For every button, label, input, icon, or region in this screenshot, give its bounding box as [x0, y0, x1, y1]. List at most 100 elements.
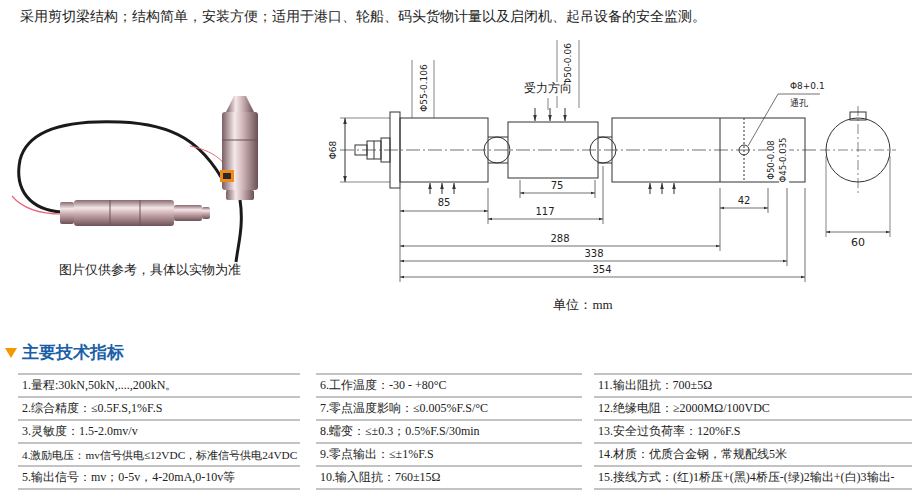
dimension-lines-part — [488, 188, 489, 224]
unit-note: 单位：mm — [553, 298, 612, 313]
diameter-label: Φ50-0.08 — [767, 139, 777, 181]
dimension-lines-part — [720, 188, 721, 251]
hole-label: 通孔 — [790, 98, 808, 108]
spec-cell: 12.绝缘电阻：≥2000MΩ/100VDC — [598, 402, 770, 416]
table-rules-part — [594, 397, 912, 398]
dimension-value: 75 — [551, 180, 564, 192]
technical-drawing-part — [548, 98, 549, 110]
end-view-part — [890, 156, 891, 237]
technical-drawing-part — [340, 118, 390, 119]
technical-drawing-part — [778, 94, 820, 95]
diameter-label: Φ50-0.06 — [563, 42, 573, 86]
force-arrows — [430, 108, 674, 194]
technical-drawing-part — [345, 118, 346, 182]
spec-cell: 7.零点温度影响：≤0.005%F.S/°C — [320, 402, 488, 416]
table-rules-part — [18, 466, 300, 467]
technical-drawing-part — [340, 182, 390, 183]
product-photo-part — [60, 202, 74, 224]
product-photo-part — [110, 200, 111, 226]
table-rules-part — [316, 374, 582, 375]
force-arrows-part — [674, 183, 675, 194]
technical-drawing-part — [488, 163, 508, 164]
product-photo-part — [74, 200, 174, 226]
dimension-lines-part — [488, 219, 603, 220]
table-rules-part — [316, 443, 582, 444]
product-photo-part — [236, 200, 241, 262]
dimension-lines-part — [400, 188, 401, 282]
product-photo-part — [202, 207, 210, 219]
spec-cell: 6.工作温度：-30 - +80°C — [320, 379, 447, 393]
dimension-lines-part — [595, 180, 596, 198]
table-rules-part — [316, 397, 582, 398]
section-heading: 主要技术指标 — [22, 343, 124, 363]
dimension-value: 60 — [851, 237, 865, 250]
section-marker-part — [5, 348, 17, 358]
force-arrows-part — [662, 183, 663, 194]
table-rules-part — [316, 489, 582, 490]
dimension-value: 288 — [550, 233, 569, 245]
hole-label: Φ8+0.1 — [790, 81, 825, 91]
dimension-lines-part — [400, 261, 787, 262]
dimension-lines-part — [520, 193, 595, 194]
spec-cell: 11.输出阻抗：700±5Ω — [598, 379, 712, 393]
dimension-value: 354 — [592, 264, 611, 276]
spec-cell: 4.激励电压：mv信号供电≤12VDC，标准信号供电24VDC — [22, 449, 297, 462]
product-photo-part — [223, 173, 231, 179]
dimension-lines-part — [400, 277, 805, 278]
technical-drawing-part — [579, 40, 580, 108]
product-photo — [12, 96, 258, 262]
product-photo-part — [222, 112, 258, 190]
end-view — [820, 106, 896, 237]
product-photo-part — [222, 140, 258, 141]
product-photo-part — [12, 196, 62, 214]
product-photo-part — [226, 190, 254, 200]
technical-drawing-part — [412, 60, 413, 118]
force-arrows-part — [565, 108, 566, 121]
technical-drawing — [340, 40, 820, 188]
table-rules — [18, 374, 912, 489]
spec-cell: 8.蠕变：≤±0.3；0.5%F.S/30min — [320, 425, 480, 439]
product-photo-part — [140, 200, 141, 226]
table-rules-part — [316, 466, 582, 467]
technical-drawing-part — [557, 40, 558, 108]
table-rules-part — [18, 489, 300, 490]
dimension-lines-part — [400, 211, 488, 212]
force-arrows-part — [650, 183, 651, 194]
spec-cell: 13.安全过负荷率：120%F.S — [598, 425, 740, 439]
dimension-lines-part — [603, 166, 604, 224]
table-rules-part — [594, 489, 912, 490]
diameter-label: Φ55-0.106 — [419, 63, 429, 113]
spec-cell: 3.灵敏度：1.5-2.0mv/v — [22, 425, 138, 439]
dimension-lines-part — [520, 180, 521, 198]
dimension-lines-part — [787, 188, 788, 266]
dimension-value: 85 — [438, 197, 451, 209]
table-rules-part — [18, 443, 300, 444]
technical-drawing-part — [598, 163, 612, 164]
technical-drawing-part — [434, 60, 435, 118]
table-rules-part — [18, 374, 300, 375]
table-rules-part — [594, 420, 912, 421]
spec-cell: 10.输入阻抗：760±15Ω — [320, 471, 441, 485]
table-rules-part — [594, 443, 912, 444]
spec-cell: 1.量程:30kN,50kN,....,200kN。 — [22, 379, 177, 393]
intro-text: 采用剪切梁结构；结构简单，安装方便；适用于港口、轮船、码头货物计量以及启闭机、起… — [20, 9, 706, 25]
dimension-lines-part — [805, 188, 806, 282]
product-photo-part — [19, 122, 232, 212]
dimension-lines — [400, 166, 805, 282]
force-arrows-part — [442, 183, 443, 194]
end-view-part — [858, 106, 859, 194]
diameter-label: Φ45-0.035 — [779, 137, 789, 184]
table-rules-part — [594, 466, 912, 467]
section-marker — [5, 348, 17, 358]
dimension-lines-part — [768, 188, 769, 213]
diameter-label: Φ68 — [328, 140, 338, 161]
spec-cell: 14.材质：优质合金钢，常规配线5米 — [598, 448, 787, 462]
technical-drawing-part — [340, 150, 818, 151]
force-arrows-part — [535, 108, 536, 121]
technical-drawing-part — [488, 137, 508, 138]
force-arrows-part — [550, 108, 551, 121]
spec-cell: 9.零点输出：≤±1%F.S — [320, 448, 434, 462]
product-photo-part — [174, 205, 202, 221]
force-arrows-part — [430, 183, 431, 194]
